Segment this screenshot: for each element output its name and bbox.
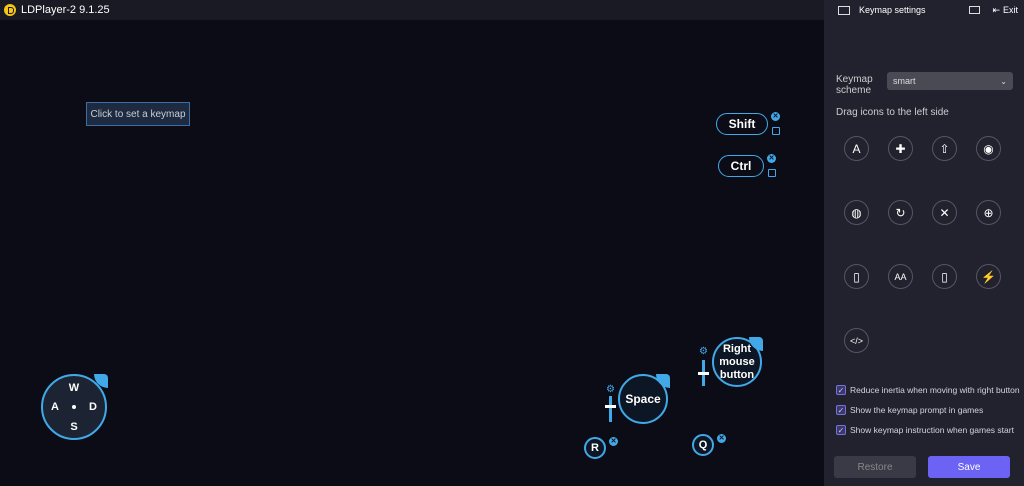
- exit-icon[interactable]: ⇤: [992, 4, 1000, 15]
- lightning-icon[interactable]: ⚡: [976, 264, 1001, 289]
- app-title: LDPlayer-2 9.1.25: [21, 4, 110, 16]
- gear-icon[interactable]: ⚙: [606, 384, 615, 395]
- gear-icon[interactable]: ⚙: [699, 346, 708, 357]
- swords-icon[interactable]: ✕: [932, 200, 957, 225]
- crosshair-icon[interactable]: ⊕: [976, 200, 1001, 225]
- checkbox[interactable]: ✓: [836, 385, 846, 395]
- edit-ctrl-icon[interactable]: [768, 169, 776, 177]
- remove-ctrl-icon[interactable]: ✕: [767, 154, 776, 163]
- shake-icon[interactable]: ▯: [932, 264, 957, 289]
- keymap-hint-tooltip: Click to set a keymap: [86, 102, 190, 126]
- option-label: Show keymap instruction when games start: [850, 425, 1014, 435]
- dpad-left: A: [51, 401, 59, 413]
- remove-shift-icon[interactable]: ✕: [771, 112, 780, 121]
- drag-hint: Drag icons to the left side: [836, 107, 949, 118]
- save-button[interactable]: Save: [928, 456, 1010, 478]
- edit-shift-icon[interactable]: [772, 127, 780, 135]
- checkbox[interactable]: ✓: [836, 425, 846, 435]
- dpad-icon[interactable]: ✚: [888, 136, 913, 161]
- title-bar: LDPlayer-2 9.1.25: [0, 0, 824, 20]
- sensitivity-slider[interactable]: [698, 360, 709, 386]
- key-r[interactable]: R: [584, 437, 606, 459]
- multi-tap-icon[interactable]: AA: [888, 264, 913, 289]
- key-ctrl[interactable]: Ctrl: [718, 155, 764, 177]
- eye-icon[interactable]: ◉: [976, 136, 1001, 161]
- exit-button[interactable]: Exit: [1002, 5, 1018, 15]
- sensitivity-slider[interactable]: [605, 396, 616, 422]
- folder-icon[interactable]: [969, 6, 981, 14]
- key-q[interactable]: Q: [692, 434, 714, 456]
- restore-button[interactable]: Restore: [834, 456, 916, 478]
- option-label: Reduce inertia when moving with right bu…: [850, 385, 1020, 395]
- key-shift[interactable]: Shift: [716, 113, 768, 135]
- game-area[interactable]: [0, 20, 824, 486]
- option-reduce-inertia[interactable]: ✓ Reduce inertia when moving with right b…: [836, 385, 1020, 395]
- bullet-icon[interactable]: ⇧: [932, 136, 957, 161]
- scheme-select[interactable]: smart ⌄: [887, 72, 1013, 90]
- keyboard-icon: [838, 5, 850, 15]
- remove-r-icon[interactable]: ✕: [609, 437, 618, 446]
- rotate-icon[interactable]: ↻: [888, 200, 913, 225]
- mouse-rotate-icon[interactable]: ◍: [844, 200, 869, 225]
- tap-icon[interactable]: A: [844, 136, 869, 161]
- remove-q-icon[interactable]: ✕: [717, 434, 726, 443]
- app-logo-icon: [4, 4, 16, 16]
- panel-title: Keymap settings: [859, 5, 926, 15]
- option-show-prompt[interactable]: ✓ Show the keymap prompt in games: [836, 405, 983, 415]
- option-label: Show the keymap prompt in games: [850, 405, 984, 415]
- option-show-instruction[interactable]: ✓ Show keymap instruction when games star…: [836, 425, 1014, 435]
- scheme-label: Keymap scheme: [836, 74, 873, 96]
- scheme-value: smart: [893, 76, 916, 86]
- dpad-down: S: [70, 421, 78, 433]
- script-icon[interactable]: </>: [844, 328, 869, 353]
- dpad-wasd[interactable]: W A D S: [41, 374, 107, 440]
- dpad-right: D: [89, 401, 97, 413]
- mouse-icon[interactable]: ▯: [844, 264, 869, 289]
- dpad-up: W: [68, 382, 80, 394]
- dpad-center: [72, 405, 76, 409]
- chevron-down-icon: ⌄: [1000, 76, 1007, 86]
- checkbox[interactable]: ✓: [836, 405, 846, 415]
